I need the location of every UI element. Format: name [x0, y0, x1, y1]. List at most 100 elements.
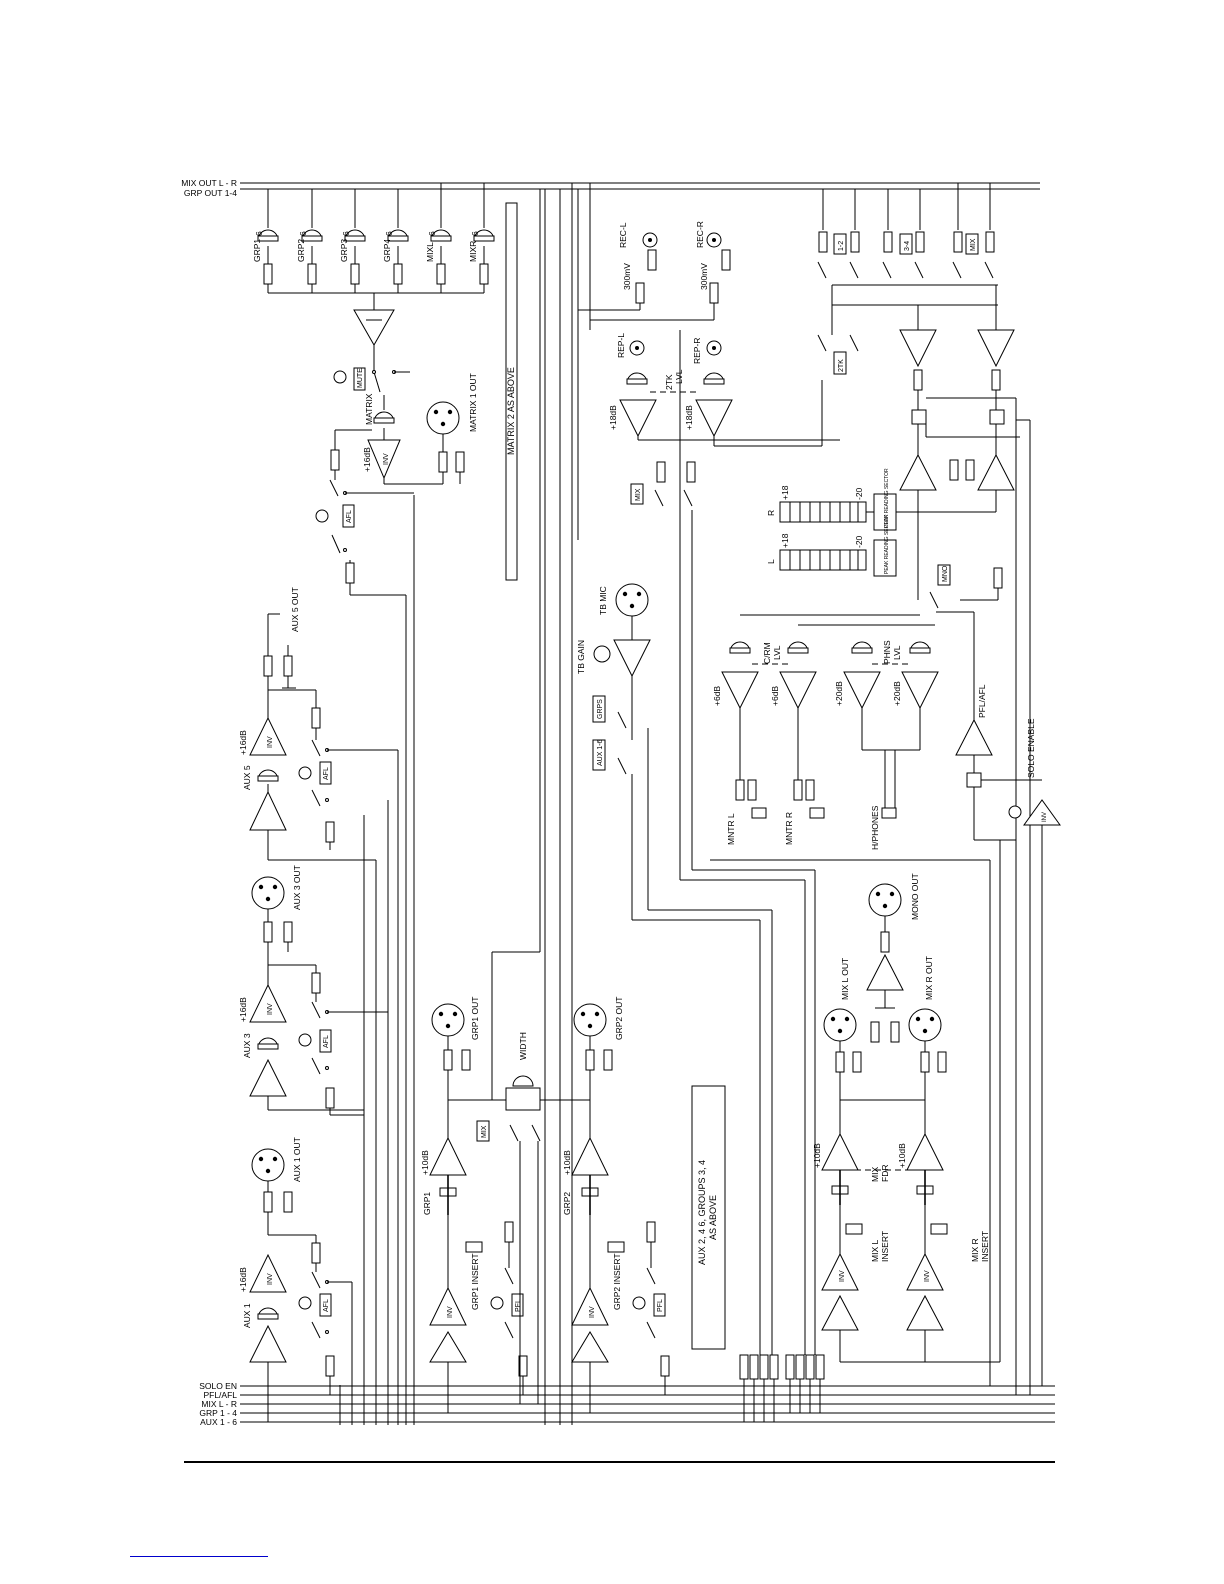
- rep-r-amp: [695, 399, 733, 438]
- solo-section: PFL/AFL SOLO ENABLE INV: [936, 611, 1061, 841]
- matrix2-note: MATRIX 2 AS ABOVE: [506, 367, 516, 455]
- grp1-pfl-button[interactable]: [511, 1293, 524, 1317]
- rep-l-label: REP-L: [616, 333, 626, 358]
- top-buses: MIX OUT L - R GRP OUT 1-4: [181, 178, 1040, 198]
- matrix-pot-mark-1: 6: [254, 231, 264, 236]
- tb-aux-button[interactable]: [592, 739, 606, 771]
- aux3-inv: INV: [267, 1003, 274, 1015]
- peak-box-r: [873, 493, 897, 531]
- grp1-inv: INV: [447, 1306, 454, 1318]
- mono-button[interactable]: [937, 564, 951, 586]
- aux1-inv: INV: [267, 1273, 274, 1285]
- mon-src-2tk-button[interactable]: [833, 351, 847, 375]
- grp2-pfl-label: PFL: [657, 1299, 664, 1312]
- talkback-section: TB MIC TB GAIN GRPS AUX 1-6: [576, 583, 773, 1355]
- aux5-out: AUX 5 OUT: [290, 587, 300, 632]
- tb-mic-label: TB MIC: [598, 586, 608, 615]
- aux1-afl-led-icon: [298, 1296, 312, 1310]
- tb-grps-button[interactable]: [592, 695, 606, 723]
- phns-l-amp: [843, 671, 881, 710]
- crm-lvl-label: C/RM: [762, 642, 772, 664]
- grp1-name: GRP1: [422, 1192, 432, 1215]
- headphones-label: H/PHONES: [870, 805, 880, 850]
- mon-src-2tk-label: 2TK: [838, 359, 845, 372]
- width-control[interactable]: [505, 1087, 541, 1111]
- mute-button[interactable]: [353, 367, 366, 391]
- mntr-l-label: MNTR L: [726, 813, 736, 845]
- meter-r: [779, 501, 867, 523]
- mix-l-inv-amp: [821, 1252, 859, 1291]
- grp1-insert: GRP1 INSERT: [470, 1253, 480, 1310]
- tb-gain-knob-icon[interactable]: [593, 645, 611, 663]
- mon-src-34-button[interactable]: [899, 233, 913, 255]
- aux5-afl-label: AFL: [323, 767, 330, 780]
- mute-label: MUTE: [357, 368, 364, 388]
- width-section: WIDTH MIX: [476, 189, 541, 1404]
- phns-r-gain: +20dB: [892, 681, 902, 706]
- meter-r-bottom: -20: [854, 487, 864, 500]
- matrix-section: GRP1 6 GRP2 6 GRP3 6: [252, 183, 495, 596]
- matrix-inv-amp: [367, 439, 401, 480]
- two-track-section: REC-L 300mV REC-R 300mV REP-L REP-R 2TK …: [578, 221, 840, 507]
- bus-label-solo-en: SOLO EN: [199, 1381, 237, 1391]
- grp2-sum-amp: [571, 1331, 609, 1363]
- matrix-pot-mark-4: 6: [384, 231, 394, 236]
- matrix-pot-mark-2: 6: [298, 231, 308, 236]
- grp2-out-amp: [571, 1136, 609, 1176]
- aux1-afl-button[interactable]: [319, 1293, 332, 1317]
- phns-r-amp: [901, 671, 939, 710]
- phns-l-gain: +20dB: [834, 681, 844, 706]
- mono-out-label: MONO OUT: [910, 873, 920, 920]
- aux5-gain: +16dB: [238, 730, 248, 755]
- matrix-inv-label: INV: [383, 453, 390, 465]
- rec-l-label: REC-L: [618, 222, 628, 248]
- aux3-xlr-icon: [251, 876, 285, 910]
- mon-r-sum-amp: [977, 329, 1015, 368]
- mon-src-mix-button[interactable]: [965, 233, 979, 255]
- aux5-name: AUX 5: [242, 765, 252, 790]
- tb-grps-label: GRPS: [597, 699, 604, 719]
- mix-r-insert-label: MIX R: [970, 1238, 980, 1262]
- matrix-input-label-mixr: MIXR: [468, 241, 478, 262]
- grp2-pfl-button[interactable]: [653, 1293, 666, 1317]
- crm-l-gain: +6dB: [712, 686, 722, 706]
- rec-r-level: 300mV: [699, 263, 709, 290]
- mon-src-12-button[interactable]: [833, 233, 847, 255]
- twotrack-mix-button[interactable]: [630, 483, 644, 505]
- crm-lvl-label-2: LVL: [772, 645, 782, 660]
- grp1-pfl-led-icon: [490, 1296, 504, 1310]
- bus-label-grp: GRP 1 - 4: [199, 1408, 237, 1418]
- meter-r-top: +18: [780, 485, 790, 500]
- matrix-input-label-grp1: GRP1: [252, 239, 262, 262]
- bus-label-grp-out: GRP OUT 1-4: [184, 188, 237, 198]
- mix-fdr-label-2: FDR: [880, 1165, 890, 1182]
- solo-inv-amp: [1023, 799, 1061, 826]
- grp2-out: GRP2 OUT: [614, 997, 624, 1040]
- bus-label-pfl-afl: PFL/AFL: [203, 1390, 237, 1400]
- matrix-pot-mark-5: 6: [427, 231, 437, 236]
- rec-r-label: REC-R: [695, 221, 705, 248]
- matrix-input-label-grp4: GRP4: [382, 239, 392, 262]
- aux-3-section: AUX 3 OUT INV +16dB AUX 3 AFL: [238, 865, 388, 1116]
- group-1-section: GRP1 OUT +10dB GRP1 GRP1 INSERT INV PFL: [420, 997, 528, 1413]
- footer-link[interactable]: [130, 1556, 268, 1557]
- mix-l-out-xlr-icon: [823, 1008, 857, 1042]
- rep-r-label: REP-R: [692, 338, 702, 364]
- grp1-xlr-icon: [431, 1003, 465, 1037]
- matrix-pot-mark-3: 6: [341, 231, 351, 236]
- peak-label-l: PEAK READING SECTOR: [884, 514, 890, 574]
- phns-lvl-label-2: LVL: [892, 645, 902, 660]
- width-mix-button[interactable]: [476, 1120, 490, 1142]
- grp1-out: GRP1 OUT: [470, 997, 480, 1040]
- aux3-afl-button[interactable]: [319, 1029, 332, 1053]
- matrix-afl-button[interactable]: [342, 504, 355, 528]
- meter-l-top: +18: [780, 533, 790, 548]
- mix-out-section: MONO OUT MIX L OUT MIX R OUT +10dB +10dB: [679, 330, 1001, 1386]
- matrix-pot-mixr: MIXR 6: [468, 183, 495, 293]
- bus-label-aux: AUX 1 - 6: [200, 1417, 237, 1427]
- aux5-afl-button[interactable]: [319, 761, 332, 785]
- mix-r-insert-label-2: INSERT: [980, 1231, 990, 1262]
- aux3-inv-amp: [249, 983, 287, 1023]
- mix-l-insert-label: MIX L: [870, 1240, 880, 1262]
- matrix-input-label-grp2: GRP2: [296, 239, 306, 262]
